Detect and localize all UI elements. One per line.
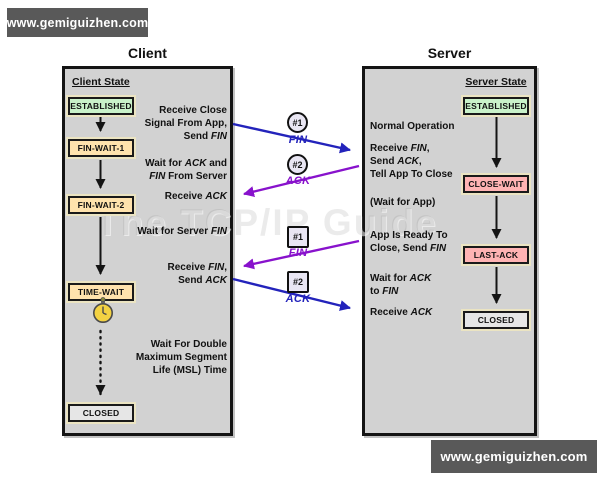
client-state-established: ESTABLISHED <box>68 97 134 115</box>
server-annotation-receive-ack: Receive ACK <box>370 307 433 318</box>
exchange1-marker-1: #1 <box>287 112 308 133</box>
timer-icon <box>93 297 113 323</box>
watermark-banner-bottom-text: www.gemiguizhen.com <box>440 449 588 464</box>
server-annotation-wait-for-app: (Wait for App) <box>370 197 436 208</box>
server-annotation-normal-operation: Normal Operation <box>370 121 455 132</box>
client-state-fin-wait-1: FIN-WAIT-1 <box>68 139 134 157</box>
client-panel <box>62 66 233 436</box>
exchange2-fin-label: FIN <box>288 247 308 259</box>
exchange1-fin-label: FIN <box>288 134 308 146</box>
client-state-closed: CLOSED <box>68 404 134 422</box>
exchange2-ack-label: ACK <box>285 293 311 305</box>
client-annotation-wait-server-fin: Wait for Server FIN <box>137 226 227 237</box>
exchange2-marker-1: #1 <box>287 226 309 248</box>
server-state-closed: CLOSED <box>463 311 529 329</box>
exchange1-marker-2: #2 <box>287 154 308 175</box>
server-state-heading: Server State <box>465 76 527 88</box>
watermark-banner-bottom: www.gemiguizhen.com <box>431 440 597 473</box>
server-state-close-wait: CLOSE-WAIT <box>463 175 529 193</box>
server-annotation-receive-fin: Receive FIN,Send ACK,Tell App To Close <box>370 143 453 180</box>
exchange1-ack-label: ACK <box>285 175 311 187</box>
client-state-heading: Client State <box>72 76 130 88</box>
server-title: Server <box>427 45 472 61</box>
client-title: Client <box>128 45 167 61</box>
client-annotation-receive-fin-send-ack: Receive FIN,Send ACK <box>167 262 227 286</box>
watermark-banner-top-text: www.gemiguizhen.com <box>6 15 149 30</box>
watermark-banner-top: www.gemiguizhen.com <box>7 8 148 37</box>
exchange2-marker-2: #2 <box>287 271 309 293</box>
client-state-fin-wait-2: FIN-WAIT-2 <box>68 196 134 214</box>
server-state-established: ESTABLISHED <box>463 97 529 115</box>
server-state-last-ack: LAST-ACK <box>463 246 529 264</box>
client-annotation-receive-ack: Receive ACK <box>164 191 227 202</box>
